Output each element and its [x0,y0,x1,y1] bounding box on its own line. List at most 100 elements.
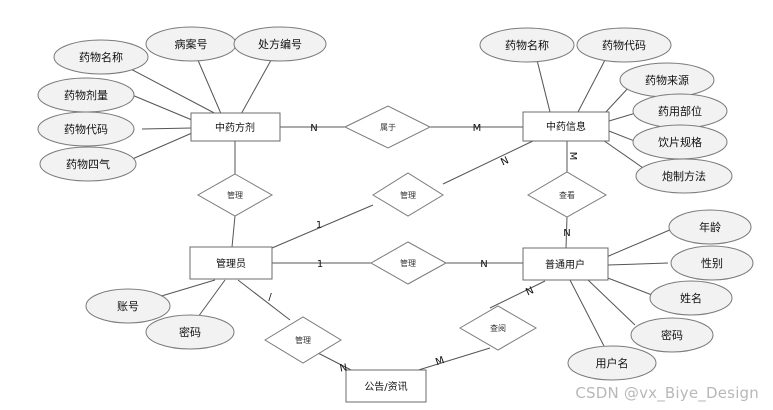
rel-belongs-to: 属于 [343,105,432,149]
rel-browse: 查阅 [459,305,537,351]
entity-herb-info: 中药信息 [522,111,610,142]
svg-text:中药信息: 中药信息 [546,120,586,133]
card-user-manage: N [480,259,487,270]
svg-text:管理: 管理 [400,190,416,200]
card-user-view: N [563,228,570,239]
relationships: 属于 管理 管理 查看 管理 管理 查阅 [196,105,608,364]
svg-text:性别: 性别 [701,256,723,270]
svg-text:药物剂量: 药物剂量 [64,88,108,102]
link-user-gender [607,262,669,266]
attr-herb-medicinal-part: 药用部位 [632,93,728,129]
card-prescription-belongs: N [310,123,317,134]
svg-text:用户名: 用户名 [596,356,629,370]
svg-text:管理: 管理 [227,190,243,200]
card-user-browse: N [524,285,535,298]
link-user-password [587,279,636,326]
link-manage-admin [231,215,236,248]
entity-user: 普通用户 [522,247,609,281]
svg-text:密码: 密码 [179,325,201,339]
attr-herb-drug-name: 药物名称 [479,27,575,63]
svg-text:药物来源: 药物来源 [645,73,689,87]
rel-manage-notice: 管理 [264,316,342,364]
link-view-user [565,216,568,249]
link-prescription-code [141,127,193,130]
attr-herb-drug-code: 药物代码 [576,27,672,63]
svg-text:药物四气: 药物四气 [66,157,110,171]
attr-user-password: 密码 [630,317,714,353]
attr-prescription-four-qi: 药物四气 [39,146,137,182]
svg-text:密码: 密码 [661,328,683,342]
attr-herb-processing-method: 炮制方法 [635,158,733,194]
card-admin-manage-herb: 1 [316,220,322,231]
rel-manage-herb: 管理 [372,172,444,217]
attr-prescription-drug-code: 药物代码 [37,111,135,147]
link-manage-notice [317,352,356,373]
entity-admin: 管理员 [189,246,273,280]
svg-text:药物名称: 药物名称 [505,38,549,52]
link-herb-process [599,137,647,171]
card-herb-belongs: M [473,123,482,134]
link-prescription-qi [129,132,193,161]
svg-text:姓名: 姓名 [680,291,702,305]
prescription-attributes: 药物名称 病案号 处方编号 药物剂量 药物代码 药物四气 [37,26,327,182]
svg-text:药用部位: 药用部位 [658,104,702,118]
rel-manage-prescription: 管理 [196,173,274,217]
herb-info-attributes: 药物名称 药物代码 药物来源 药用部位 饮片规格 炮制方法 [479,27,733,194]
link-user-age [603,228,673,259]
attr-herb-slice-spec: 饮片规格 [632,124,728,160]
svg-text:饮片规格: 饮片规格 [658,135,702,149]
admin-attributes: 账号 密码 [85,288,235,350]
svg-text:药物代码: 药物代码 [602,38,646,52]
attr-prescription-number: 处方编号 [233,26,327,62]
svg-text:公告/资讯: 公告/资讯 [364,380,407,393]
svg-text:查看: 查看 [559,190,575,200]
watermark: CSDN @vx_Biye_Design [575,384,759,402]
entity-notice: 公告/资讯 [345,369,427,403]
link-herb-spec [608,130,638,143]
svg-text:药物代码: 药物代码 [64,122,108,136]
card-notice-admin: N [339,362,348,374]
attr-prescription-dose: 药物剂量 [37,77,135,113]
link-herb-name [536,59,551,113]
svg-text:管理: 管理 [400,258,416,268]
connector-lines [107,43,673,373]
link-manage-herb [442,139,536,185]
svg-text:查阅: 查阅 [490,323,506,333]
link-user-name [599,274,653,296]
attr-user-age: 年龄 [668,209,752,245]
attr-user-gender: 性别 [670,245,754,281]
link-user-username [569,279,606,349]
card-herb-manage: N [499,155,510,168]
link-admin-manage-herb [271,204,374,249]
svg-text:管理员: 管理员 [216,257,246,270]
svg-text:药物名称: 药物名称 [79,50,123,64]
attr-admin-account: 账号 [85,288,171,324]
svg-text:账号: 账号 [117,300,139,313]
cardinality-labels: N M N 1 M N 1 N / N M N [268,123,578,375]
attr-prescription-case-number: 病案号 [145,26,237,62]
link-admin-manage-notice [237,279,291,321]
attr-admin-password: 密码 [145,314,235,350]
card-herb-view: M [567,152,578,161]
attr-prescription-drug-name: 药物名称 [53,39,149,75]
entity-prescription: 中药方剂 [190,112,281,142]
svg-text:属于: 属于 [380,123,396,132]
card-notice-browse: M [434,355,446,368]
svg-text:管理: 管理 [295,335,311,345]
link-herb-part [608,112,637,122]
rel-view: 查看 [526,171,608,218]
attr-herb-source: 药物来源 [619,62,715,98]
svg-text:中药方剂: 中药方剂 [215,121,255,134]
link-browse-user [489,280,546,309]
card-admin-notice: / [268,292,272,303]
link-herb-source [603,85,631,115]
rel-manage-user: 管理 [369,241,448,285]
card-admin-manage-user: 1 [317,259,323,270]
svg-text:年龄: 年龄 [699,220,721,234]
attr-user-name: 姓名 [649,280,733,316]
user-attributes: 年龄 性别 姓名 密码 用户名 [567,209,754,381]
svg-text:炮制方法: 炮制方法 [662,169,706,183]
link-notice-browse [411,347,491,373]
